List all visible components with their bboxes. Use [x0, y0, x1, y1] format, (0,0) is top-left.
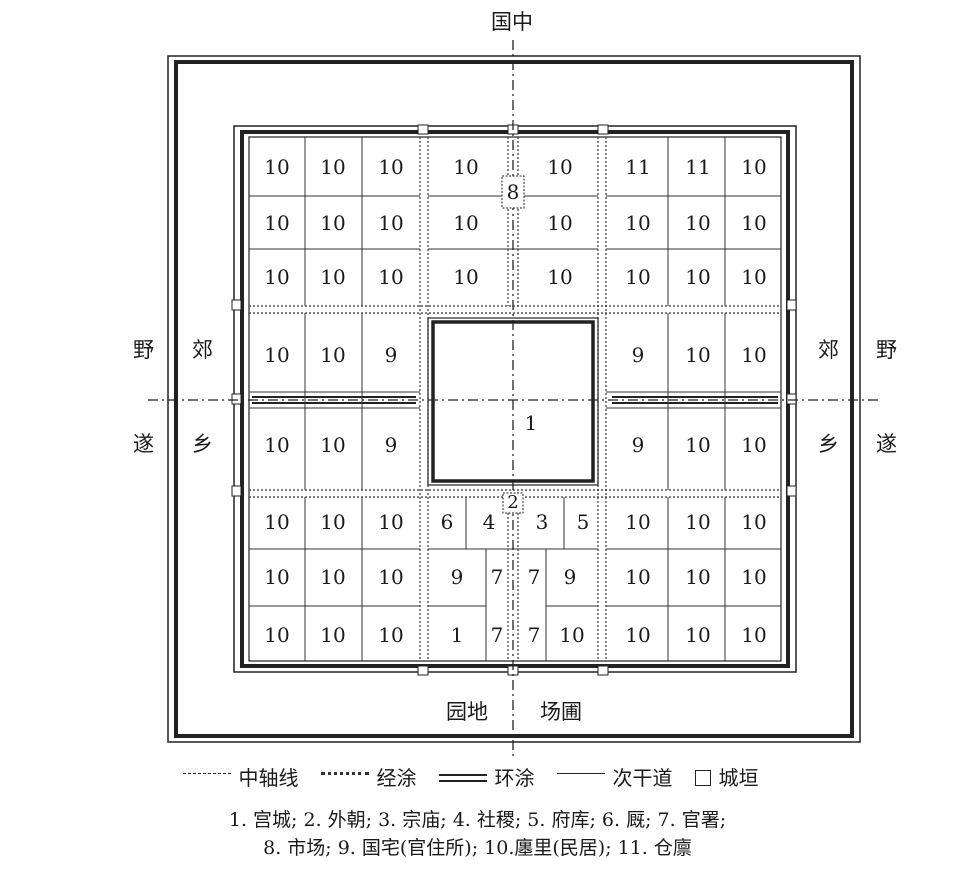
- block-r1-c5: 10: [547, 155, 573, 179]
- block-r7-c6: 7: [527, 565, 541, 589]
- legend-jingtu: 经涂: [376, 766, 417, 790]
- label-xiang-right: 乡: [818, 432, 839, 456]
- block-r8-c2: 10: [320, 623, 346, 647]
- palace-label: 1: [524, 411, 538, 435]
- marker-court: [502, 492, 524, 514]
- notes-line-2: 8. 市场; 9. 国宅(官住所); 10.廛里(民居); 11. 仓廪: [263, 837, 692, 859]
- block-temple: 3: [535, 510, 549, 534]
- block-r7-c3: 10: [378, 565, 404, 589]
- block-r7-c4: 9: [450, 565, 464, 589]
- block-r3-c7: 10: [685, 265, 711, 289]
- block-r3-c8: 10: [741, 265, 767, 289]
- block-r3-c5: 10: [547, 265, 573, 289]
- label-yuandi: 园地: [446, 700, 488, 724]
- block-altar: 4: [482, 510, 496, 534]
- block-r6-c2: 10: [320, 510, 346, 534]
- label-jiao-right: 郊: [818, 338, 839, 362]
- outer-boundary-inner: [174, 60, 854, 738]
- label-xiang-left: 乡: [192, 432, 213, 456]
- square-symbol: [694, 770, 711, 786]
- block-r4-c2: 10: [320, 343, 346, 367]
- block-r8-c5: 7: [490, 623, 504, 647]
- block-r4-c5: 10: [685, 343, 711, 367]
- block-r5-c4: 9: [631, 433, 645, 457]
- block-r1-c3: 10: [378, 155, 404, 179]
- block-r1-c6: 11: [625, 155, 651, 179]
- block-treasury: 5: [576, 510, 590, 534]
- block-r5-c2: 10: [320, 433, 346, 457]
- block-r7-c8: 10: [625, 565, 651, 589]
- block-r2-c5: 10: [547, 211, 573, 235]
- block-r4-c1: 10: [264, 343, 290, 367]
- block-r6-c1: 10: [264, 510, 290, 534]
- label-guozhong: 国中: [491, 10, 533, 34]
- block-r5-c3: 9: [384, 433, 398, 457]
- solid-line-symbol: [556, 772, 605, 784]
- block-r8-c1: 10: [264, 623, 290, 647]
- block-r7-c9: 10: [685, 565, 711, 589]
- block-r1-c2: 10: [320, 155, 346, 179]
- dotted-line-symbol: [320, 771, 369, 785]
- block-r3-c1: 10: [264, 265, 290, 289]
- legend-huantu: 环涂: [494, 766, 535, 790]
- label-ye-left: 野: [133, 338, 154, 362]
- block-r4-c4: 9: [631, 343, 645, 367]
- block-stable: 6: [440, 510, 454, 534]
- label-sui-left: 遂: [133, 432, 154, 456]
- block-r8-c9: 10: [685, 623, 711, 647]
- block-r2-c8: 10: [741, 211, 767, 235]
- block-r1-c8: 10: [741, 155, 767, 179]
- label-jiao-left: 郊: [192, 338, 213, 362]
- block-r2-c2: 10: [320, 211, 346, 235]
- block-r6-c8: 10: [625, 510, 651, 534]
- block-r7-c7: 9: [563, 565, 577, 589]
- block-r2-c4: 10: [453, 211, 479, 235]
- block-r5-c6: 10: [741, 433, 767, 457]
- block-r3-c4: 10: [453, 265, 479, 289]
- block-r2-c6: 10: [625, 211, 651, 235]
- block-r1-c7: 11: [685, 155, 711, 179]
- block-r3-c2: 10: [320, 265, 346, 289]
- double-line-symbol: [438, 774, 487, 782]
- block-r3-c6: 10: [625, 265, 651, 289]
- block-r8-c7: 10: [559, 623, 585, 647]
- block-r8-c10: 10: [741, 623, 767, 647]
- block-r1-c4: 10: [453, 155, 479, 179]
- block-r7-c1: 10: [264, 565, 290, 589]
- block-r8-c6: 7: [527, 623, 541, 647]
- block-r6-c10: 10: [741, 510, 767, 534]
- notes-line-1: 1. 宫城; 2. 外朝; 3. 宗庙; 4. 社稷; 5. 府库; 6. 厩;…: [228, 809, 727, 831]
- block-r7-c2: 10: [320, 565, 346, 589]
- city-plan-diagram: [148, 40, 880, 756]
- block-r6-c9: 10: [685, 510, 711, 534]
- block-r7-c10: 10: [741, 565, 767, 589]
- block-r8-c8: 10: [625, 623, 651, 647]
- block-r3-c3: 10: [378, 265, 404, 289]
- legend-chengyuan: 城垣: [718, 766, 759, 790]
- block-r4-c3: 9: [384, 343, 398, 367]
- outer-boundary: [167, 55, 861, 743]
- legend: 中轴线 经涂 环涂 次干道 城垣: [0, 766, 955, 790]
- legend-ciganda: 次干道: [612, 766, 673, 790]
- marker-market: [501, 175, 525, 209]
- block-r8-c3: 10: [378, 623, 404, 647]
- block-r2-c7: 10: [685, 211, 711, 235]
- block-r1-c1: 10: [264, 155, 290, 179]
- city-wall-innerline: [248, 136, 782, 662]
- block-r6-c3: 10: [378, 510, 404, 534]
- court-label: 2: [507, 492, 519, 513]
- block-r2-c3: 10: [378, 211, 404, 235]
- block-r4-c6: 10: [741, 343, 767, 367]
- block-r5-c5: 10: [685, 433, 711, 457]
- block-r7-c5: 7: [490, 565, 504, 589]
- axis-line-symbol: [182, 772, 231, 784]
- block-r2-c1: 10: [264, 211, 290, 235]
- legend-axis: 中轴线: [238, 766, 299, 790]
- market-label: 8: [506, 180, 520, 204]
- label-changpu: 场圃: [540, 700, 582, 724]
- label-ye-right: 野: [876, 338, 897, 362]
- block-r8-c4: 1: [450, 623, 464, 647]
- label-sui-right: 遂: [876, 432, 897, 456]
- block-r5-c1: 10: [264, 433, 290, 457]
